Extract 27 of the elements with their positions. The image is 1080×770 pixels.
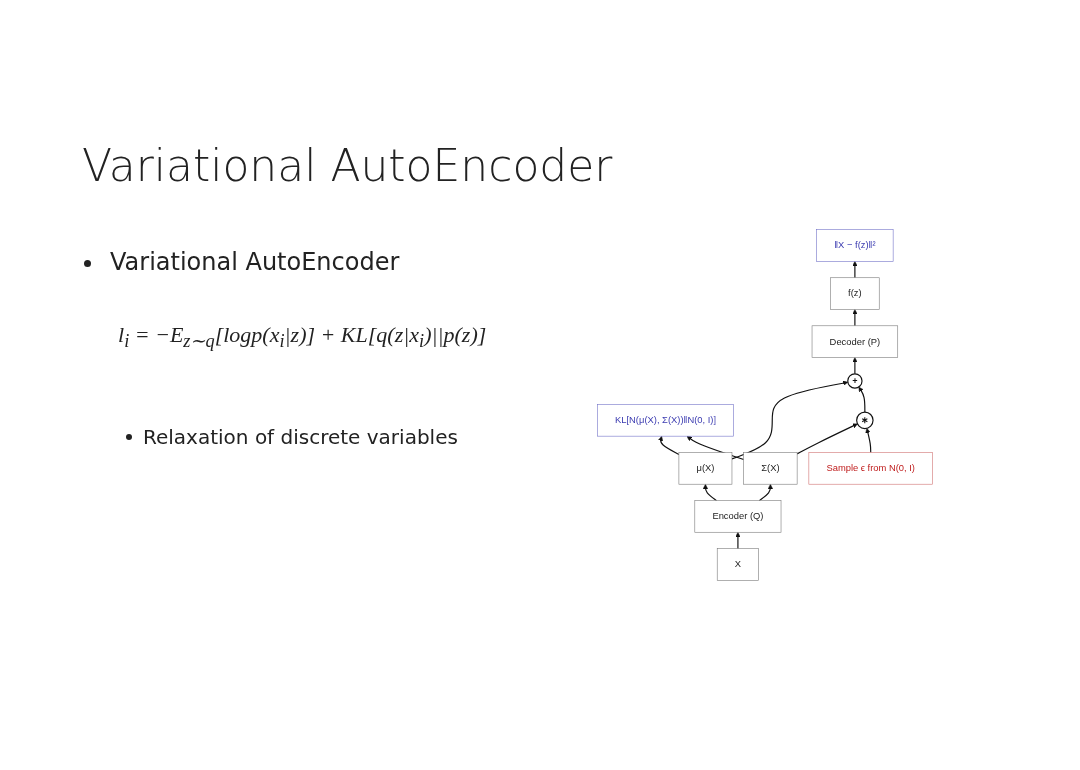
node-box: KL[N(μ(X), Σ(X))‖N(0, I)] — [597, 404, 734, 437]
node-box: Σ(X) — [743, 452, 798, 485]
arrow — [852, 261, 858, 279]
node-box: μ(X) — [678, 452, 733, 485]
node-circle: ∗ — [856, 411, 874, 430]
arrow — [858, 386, 866, 413]
node-box: Sample ϵ from N(0, I) — [808, 452, 933, 485]
arrow — [758, 484, 773, 502]
node-circle: + — [847, 373, 863, 389]
arrow — [852, 309, 858, 327]
arrow — [686, 435, 745, 461]
formula: l$_{i}$ = −E$_{z∼q}$[logp(x$_{i}$|z)] + KL[q(z|x$_{i}$)||p(z)] — [118, 322, 487, 353]
node-box: X — [716, 548, 759, 581]
node-box: Decoder (P) — [811, 325, 899, 358]
arrow — [865, 428, 872, 454]
arrow — [702, 484, 718, 502]
arrow — [658, 435, 680, 456]
arrow — [735, 532, 741, 550]
node-box: Encoder (Q) — [694, 500, 782, 533]
node-box: f(z) — [830, 277, 880, 310]
bullet-text: Variational AutoEncoder — [110, 248, 400, 276]
arrow — [852, 357, 858, 375]
node-box: ‖X − f(z)‖² — [816, 229, 894, 262]
arrow — [796, 423, 858, 455]
arrow — [731, 380, 849, 460]
slide-title: Variational AutoEncoder — [82, 140, 613, 191]
bullet-text: Relaxation of discrete variables — [143, 425, 458, 449]
